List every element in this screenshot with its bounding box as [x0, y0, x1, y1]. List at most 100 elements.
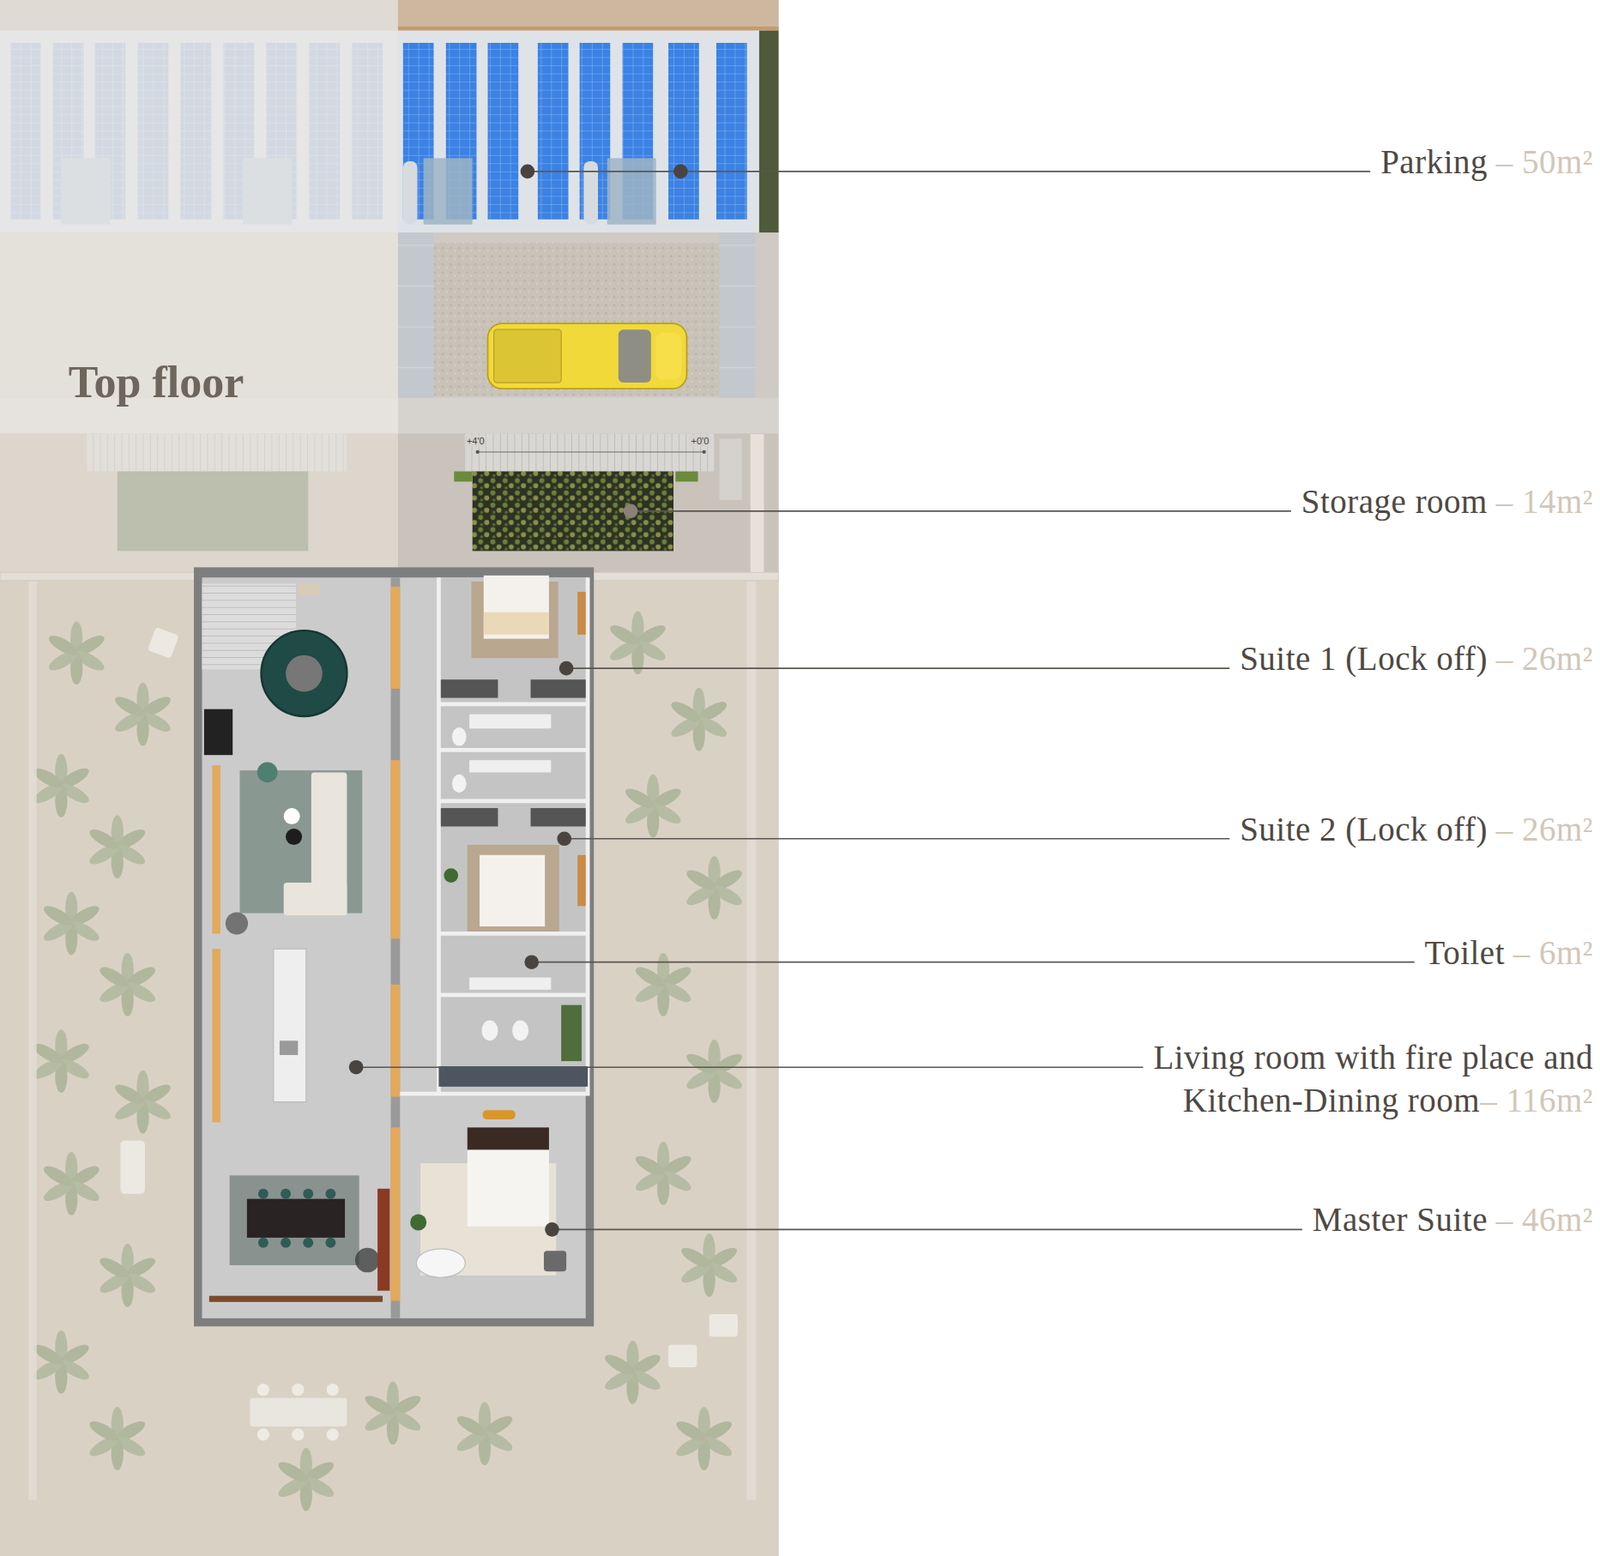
- paving-strip: [719, 232, 756, 399]
- room-area: – 26m²: [1496, 640, 1594, 677]
- palm-tree: [668, 688, 730, 752]
- solar-panel: [668, 42, 700, 220]
- sill: [209, 1296, 383, 1303]
- room-callout: Suite 2 (Lock off)– 26m²: [1239, 808, 1594, 852]
- leader-line: [527, 170, 1371, 173]
- car-hood: [655, 332, 683, 381]
- solar-panel: [716, 42, 748, 220]
- kitchen-island: [273, 948, 307, 1102]
- toilet-bowl: [452, 727, 467, 746]
- callout-dot: [673, 164, 689, 180]
- paving-strip: [398, 232, 435, 399]
- toilet-bowl: [452, 774, 467, 793]
- car: [488, 323, 688, 389]
- garden-chair: [291, 1428, 304, 1441]
- stairs: [86, 434, 347, 472]
- wood-panel: [391, 984, 401, 1098]
- site-ground: [0, 0, 779, 1556]
- palm-tree: [86, 1406, 148, 1471]
- dining-chair: [258, 1189, 269, 1200]
- palm-tree: [633, 1141, 695, 1206]
- toilet-bowl: [481, 1020, 498, 1042]
- stone-wall: [749, 434, 765, 578]
- glass-box: [423, 157, 473, 224]
- lounge-chair: [147, 627, 180, 659]
- car-bed: [494, 329, 562, 383]
- dining-chair: [280, 1189, 291, 1200]
- room-area: – 14m²: [1496, 483, 1594, 520]
- coffee-table: [283, 808, 301, 825]
- plant-wall: [561, 1005, 582, 1062]
- dimension-dot: [702, 450, 707, 454]
- dining-table: [247, 1199, 345, 1238]
- stone-wall: [28, 581, 37, 1501]
- stairs: [464, 434, 714, 472]
- garden-chair: [326, 1383, 339, 1396]
- garden-chair: [326, 1428, 339, 1441]
- leader-line: [630, 510, 1292, 513]
- wardrobe: [530, 679, 586, 698]
- room-callout: Toilet– 6m²: [1424, 931, 1594, 975]
- callout-dot: [349, 1060, 364, 1075]
- garden-chair: [291, 1383, 304, 1396]
- palm-tree: [41, 892, 103, 956]
- dining-chair: [325, 1189, 336, 1200]
- garden-table: [249, 1398, 347, 1427]
- palm-tree: [30, 1330, 92, 1395]
- counter: [438, 1066, 588, 1087]
- leader-line: [564, 838, 1231, 840]
- callout-dot: [623, 504, 639, 520]
- wood-panel: [391, 760, 401, 939]
- room-name: Parking: [1380, 143, 1488, 181]
- bed-throw: [483, 612, 550, 635]
- lounge-chair: [709, 1314, 738, 1337]
- storage-ground: [0, 434, 399, 578]
- partition-wall: [391, 577, 401, 1319]
- room-area: – 116m²: [1479, 1081, 1594, 1119]
- leader-line: [356, 1066, 1143, 1069]
- room-callout: Suite 1 (Lock off)– 26m²: [1239, 637, 1594, 681]
- room-area: – 46m²: [1496, 1201, 1594, 1238]
- palm-tree: [41, 1152, 103, 1216]
- wardrobe: [530, 808, 586, 827]
- wood-panel: [211, 948, 221, 1123]
- room-callout: Parking– 50m²: [1380, 140, 1594, 184]
- room-walls: [399, 577, 590, 1094]
- lounge-chair: [668, 1345, 697, 1368]
- level-mark: +0'0: [689, 434, 712, 447]
- hedge: [759, 30, 779, 234]
- tank: [403, 161, 418, 225]
- palm-tree: [622, 774, 684, 839]
- cabinet: [377, 1189, 390, 1292]
- green-roof: [117, 471, 308, 552]
- room-name: Storage room: [1301, 483, 1488, 520]
- room-name: Toilet: [1424, 934, 1505, 972]
- wardrobe: [440, 808, 499, 827]
- sink: [279, 1040, 298, 1056]
- wood-panel: [391, 586, 401, 689]
- storage-ground: [398, 434, 779, 578]
- palm-tree: [678, 1233, 740, 1298]
- coffee-table: [285, 828, 302, 846]
- suite-floor: [438, 577, 588, 1094]
- plant: [410, 1214, 427, 1232]
- armchair: [543, 1250, 567, 1272]
- wood-panel: [211, 765, 221, 934]
- dining-chair: [302, 1237, 314, 1249]
- callout-dot: [559, 661, 574, 677]
- round-rug: [260, 630, 347, 717]
- callout-dot: [520, 164, 536, 180]
- palm-tree: [96, 1243, 158, 1308]
- bench: [483, 1110, 516, 1120]
- house-wall: [193, 567, 594, 1327]
- glass-box: [607, 157, 657, 224]
- plant: [355, 1248, 381, 1274]
- garden-chair: [257, 1383, 270, 1396]
- carport-floor: [398, 232, 779, 399]
- fire-pit: [285, 655, 323, 693]
- garden-ground: [0, 576, 779, 1556]
- room-callout: Master Suite– 46m²: [1312, 1198, 1594, 1242]
- desk: [577, 591, 586, 635]
- wood-panel: [391, 1127, 401, 1301]
